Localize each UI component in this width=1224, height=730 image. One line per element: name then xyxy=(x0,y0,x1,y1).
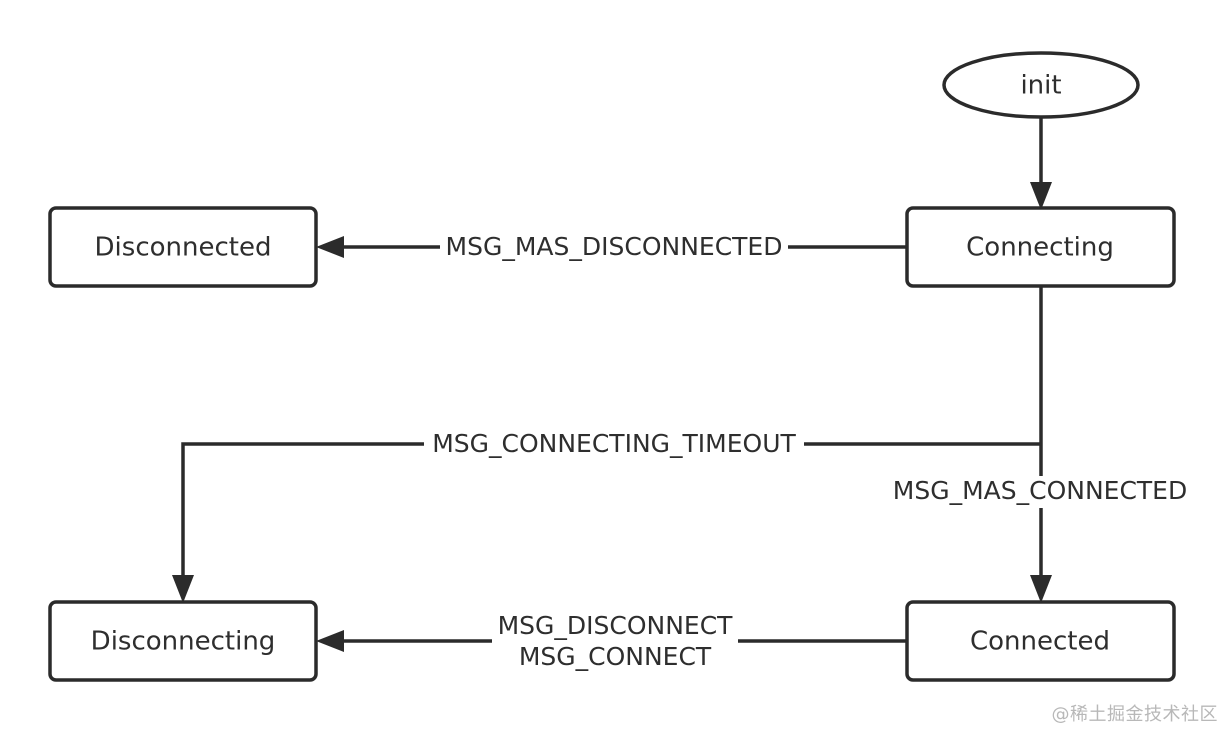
arrowhead-icon xyxy=(316,236,344,258)
node-init: init xyxy=(942,51,1140,119)
node-connected-label: Connected xyxy=(970,627,1110,657)
node-disconnected: Disconnected xyxy=(48,206,318,288)
arrowhead-icon xyxy=(1030,182,1052,210)
node-connecting-label: Connecting xyxy=(966,233,1114,263)
node-connected: Connected xyxy=(905,600,1176,682)
edge-connecting-to-connected: MSG_MAS_CONNECTED xyxy=(888,286,1192,603)
node-disconnecting: Disconnecting xyxy=(48,600,318,682)
node-disconnecting-label: Disconnecting xyxy=(91,627,276,657)
edge-label-mas-connected: MSG_MAS_CONNECTED xyxy=(893,476,1187,505)
edge-label-msg-connect: MSG_CONNECT xyxy=(519,642,712,671)
node-disconnected-label: Disconnected xyxy=(95,233,272,263)
edge-label-mas-disconnected: MSG_MAS_DISCONNECTED xyxy=(446,232,783,261)
edge-label-msg-disconnect: MSG_DISCONNECT xyxy=(498,611,734,640)
arrowhead-icon xyxy=(172,575,194,603)
watermark-text: @稀土掘金技术社区 xyxy=(1051,704,1218,725)
node-connecting: Connecting xyxy=(905,206,1176,288)
edge-connecting-to-disconnected: MSG_MAS_DISCONNECTED xyxy=(316,231,906,263)
node-init-label: init xyxy=(1020,71,1061,101)
arrowhead-icon xyxy=(316,630,344,652)
arrowhead-icon xyxy=(1030,575,1052,603)
edge-init-to-connecting xyxy=(1030,117,1052,210)
edge-label-connecting-timeout: MSG_CONNECTING_TIMEOUT xyxy=(432,429,796,458)
edge-connected-to-disconnecting: MSG_DISCONNECT MSG_CONNECT xyxy=(316,611,906,672)
edge-connecting-timeout-to-disconnecting: MSG_CONNECTING_TIMEOUT xyxy=(172,428,1041,603)
